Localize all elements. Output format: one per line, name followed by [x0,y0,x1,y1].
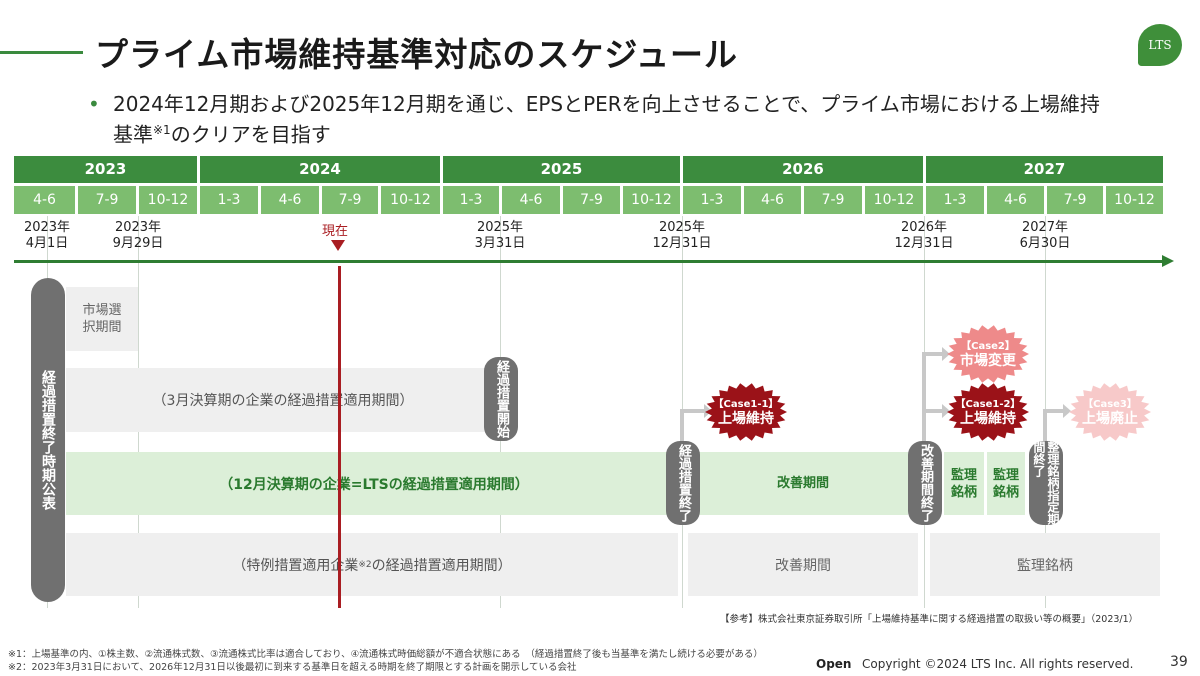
year-header-2024: 2024 [200,156,440,183]
lts-logo: LTS [1138,24,1182,66]
quarter-cell: 10-12 [381,186,440,214]
year-header-2023: 2023 [14,156,197,183]
improvement-end-pill: 改善期間終了 [908,441,942,525]
supervision-stock-cell: 監理銘柄 [987,452,1025,515]
now-marker-icon [331,240,345,251]
arrow-right-icon [1063,404,1071,418]
quarter-cell: 1-3 [926,186,984,214]
quarter-cell: 4-6 [744,186,801,214]
year-header-2026: 2026 [683,156,923,183]
quarter-cell: 4-6 [14,186,75,214]
quarter-cell: 1-3 [683,186,741,214]
arrow-right-icon [942,347,950,361]
december-fiscal-band: （12月決算期の企業=LTSの経過措置適用期間） [66,452,682,515]
delisting-designation-end-pill: 整理銘柄指定期間終了 [1029,441,1063,525]
quarter-cell: 7-9 [78,186,136,214]
connector-line [680,409,684,445]
connector-line [1043,409,1065,413]
quarter-cell: 1-3 [200,186,258,214]
transition-end-pill: 経過措置終了 [666,441,700,525]
connector-line [1043,409,1047,445]
transition-end-announcement-pill: 経過措置終了時期公表 [31,278,65,602]
title-accent-line [0,51,83,54]
quarter-cell: 10-12 [865,186,923,214]
quarter-cell: 1-3 [443,186,499,214]
burst-icon [947,383,1029,441]
case2-badge: 【Case2】市場変更 [946,324,1030,384]
connector-line [922,352,926,444]
case1-2-badge: 【Case1-2】上場維持 [946,382,1030,442]
quarter-cell: 7-9 [563,186,620,214]
quarter-cell: 7-9 [322,186,378,214]
arrow-right-icon [942,404,950,418]
quarter-cell: 7-9 [804,186,862,214]
burst-icon [1069,383,1151,441]
classification-label: Open [816,657,852,671]
burst-icon [947,325,1029,383]
footnote-1: ※1：上場基準の内、①株主数、②流通株式数、③流通株式比率は適合しており、④流通… [8,649,763,660]
transition-start-pill: 経過措置開始 [484,357,518,441]
timeline-axis [14,260,1164,263]
quarter-cell: 7-9 [1047,186,1103,214]
now-label: 現在 [322,224,349,239]
bullet-dot-icon: • [88,92,100,116]
improvement-period-lts: 改善期間 [698,452,908,515]
quarter-cell: 10-12 [623,186,680,214]
march-fiscal-band: （3月決算期の企業の経過措置適用期間） [66,368,500,432]
supervision-stock-special: 監理銘柄 [930,533,1160,596]
footnote-2: ※2：2023年3月31日において、2026年12月31日以後最初に到来する基準… [8,662,577,673]
quarter-cell: 10-12 [1106,186,1163,214]
quarter-cell: 4-6 [502,186,560,214]
quarter-cell: 4-6 [987,186,1044,214]
quarter-cell: 4-6 [261,186,319,214]
burst-icon [705,383,787,441]
reference-note: 【参考】株式会社東京証券取引所「上場維持基準に関する経過措置の取扱い等の概要」（… [720,614,1139,625]
market-selection-period: 市場選択期間 [66,287,138,351]
bullet-text: 2024年12月期および2025年12月期を通じ、EPSとPERを向上させること… [113,92,1100,147]
page-number: 39 [1170,654,1188,670]
improvement-period-special: 改善期間 [688,533,918,596]
year-header-2025: 2025 [443,156,680,183]
timeline-arrow-icon [1162,255,1174,267]
case1-1-badge: 【Case1-1】上場維持 [704,382,788,442]
page-title: プライム市場維持基準対応のスケジュール [95,35,739,74]
supervision-stock-cell: 監理銘柄 [944,452,984,515]
connector-line [680,409,706,413]
now-line [338,266,341,608]
connector-line [922,409,944,413]
copyright: Copyright ©2024 LTS Inc. All rights rese… [862,657,1134,671]
connector-line [922,352,944,356]
case3-badge: 【Case3】上場廃止 [1068,382,1152,442]
quarter-cell: 10-12 [139,186,197,214]
year-header-2027: 2027 [926,156,1163,183]
